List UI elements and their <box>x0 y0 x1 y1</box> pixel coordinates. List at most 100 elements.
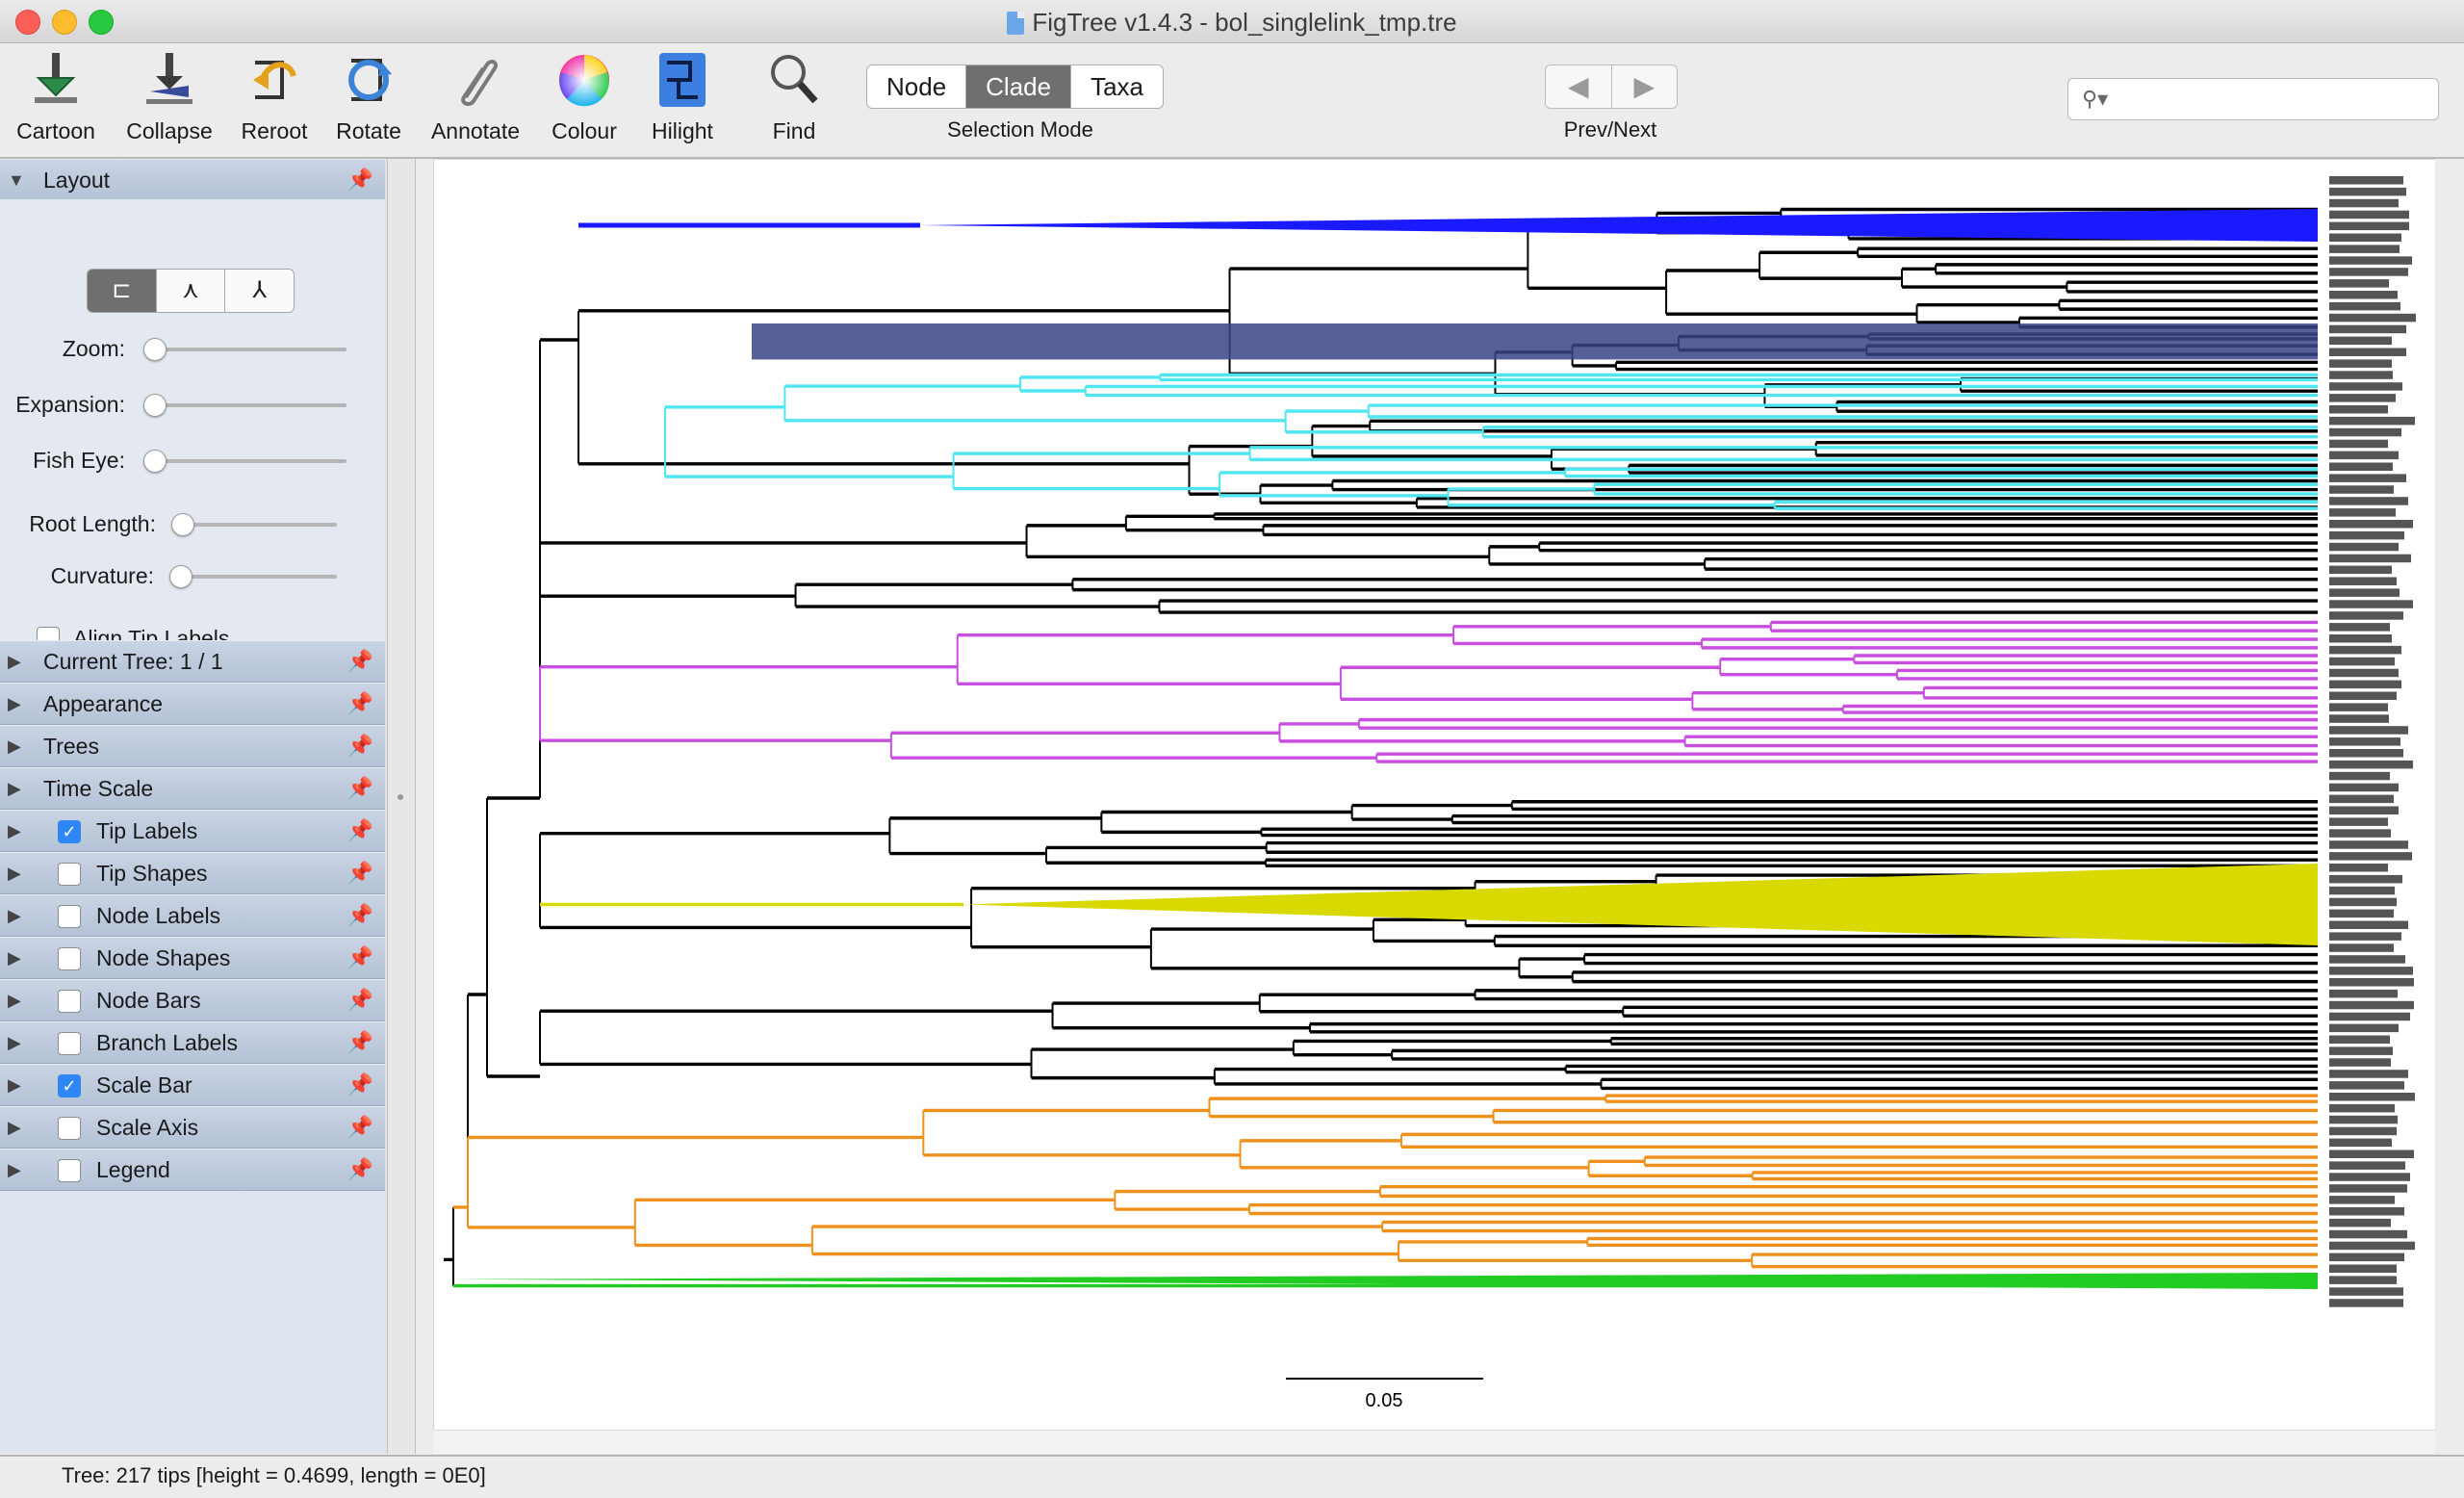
selection-mode-taxa[interactable]: Taxa <box>1091 72 1144 101</box>
tip-label[interactable] <box>2329 1264 2397 1274</box>
tip-label[interactable] <box>2329 520 2413 529</box>
tip-label[interactable] <box>2329 726 2408 735</box>
branch-labels-section[interactable]: ▶Branch Labels📌 <box>0 1021 385 1064</box>
tip-label[interactable] <box>2329 760 2413 769</box>
pin-icon[interactable]: 📌 <box>346 1072 373 1097</box>
phylogenetic-tree[interactable]: 0.05 <box>434 160 2436 1431</box>
cartoon-button[interactable]: Cartoon <box>10 49 102 149</box>
expansion-slider-knob[interactable] <box>143 394 167 417</box>
fish-eye-slider-track[interactable] <box>144 459 346 463</box>
tip-label[interactable] <box>2329 1173 2410 1181</box>
tip-label[interactable] <box>2329 427 2401 437</box>
tip-label[interactable] <box>2329 462 2393 472</box>
tip-label[interactable] <box>2329 530 2404 540</box>
tip-label[interactable] <box>2329 668 2399 678</box>
tip-label[interactable] <box>2329 1229 2407 1239</box>
tip-label[interactable] <box>2329 1241 2415 1251</box>
tip-label[interactable] <box>2329 623 2390 632</box>
tip-label[interactable] <box>2329 943 2394 952</box>
search-input[interactable] <box>2115 85 2426 114</box>
maximize-window-button[interactable] <box>89 10 114 35</box>
tip-label[interactable] <box>2329 439 2388 449</box>
tip-label[interactable] <box>2329 794 2394 804</box>
tip-shapes-checkbox[interactable] <box>58 863 81 886</box>
legend-checkbox[interactable] <box>58 1159 81 1182</box>
tip-labels-section[interactable]: ▶✓Tip Labels📌 <box>0 810 385 852</box>
tip-label[interactable] <box>2329 1070 2408 1078</box>
branch-labels-checkbox[interactable] <box>58 1032 81 1055</box>
pin-icon[interactable]: 📌 <box>346 903 373 927</box>
tip-label[interactable] <box>2329 198 2399 208</box>
tip-label[interactable] <box>2329 1058 2391 1067</box>
tip-label[interactable] <box>2329 256 2412 265</box>
prev-tree-button[interactable]: ◀ <box>1546 65 1612 108</box>
tip-label[interactable] <box>2329 864 2388 872</box>
pin-icon[interactable]: 📌 <box>346 945 373 969</box>
tip-labels-checkbox[interactable]: ✓ <box>58 820 81 843</box>
tip-label[interactable] <box>2329 1093 2415 1101</box>
node-shapes-checkbox[interactable] <box>58 947 81 970</box>
tip-label[interactable] <box>2329 348 2406 357</box>
tip-label[interactable] <box>2329 336 2392 346</box>
tip-label[interactable] <box>2329 611 2403 620</box>
pin-icon[interactable]: 📌 <box>346 1115 373 1139</box>
selection-mode-node[interactable]: Node <box>867 65 967 108</box>
collapsed-blue-clade[interactable] <box>920 209 2318 242</box>
minimize-window-button[interactable] <box>52 10 77 35</box>
tip-label[interactable] <box>2329 301 2400 311</box>
tip-label[interactable] <box>2329 1149 2414 1159</box>
tip-label[interactable] <box>2329 634 2392 643</box>
tip-label[interactable] <box>2329 657 2395 666</box>
tip-label[interactable] <box>2329 783 2399 792</box>
tip-label[interactable] <box>2329 600 2413 608</box>
curvature-slider-knob[interactable] <box>169 565 192 588</box>
tip-label[interactable] <box>2329 371 2393 379</box>
pin-icon[interactable]: 📌 <box>346 818 373 842</box>
tip-label[interactable] <box>2329 1115 2398 1124</box>
tip-label[interactable] <box>2329 1218 2391 1227</box>
tip-label[interactable] <box>2329 909 2394 918</box>
tip-label[interactable] <box>2329 176 2403 185</box>
tip-label[interactable] <box>2329 245 2400 253</box>
tip-label[interactable] <box>2329 1207 2404 1216</box>
annotate-button[interactable]: Annotate <box>424 49 527 149</box>
expansion-slider-track[interactable] <box>144 403 346 407</box>
node-bars-section[interactable]: ▶Node Bars📌 <box>0 979 385 1021</box>
tip-label[interactable] <box>2329 268 2408 276</box>
zoom-slider-track[interactable] <box>144 348 346 351</box>
legend-section[interactable]: ▶Legend📌 <box>0 1149 385 1191</box>
tip-label[interactable] <box>2329 886 2395 895</box>
node-labels-checkbox[interactable] <box>58 905 81 928</box>
tip-label[interactable] <box>2329 313 2416 323</box>
tip-label[interactable] <box>2329 703 2388 711</box>
tip-label[interactable] <box>2329 874 2402 884</box>
panel-splitter[interactable] <box>387 159 416 1454</box>
tip-label[interactable] <box>2329 1253 2404 1262</box>
zoom-slider-knob[interactable] <box>143 338 167 361</box>
tip-label[interactable] <box>2329 1081 2404 1090</box>
node-bars-checkbox[interactable] <box>58 990 81 1013</box>
scale-bar-section[interactable]: ▶✓Scale Bar📌 <box>0 1064 385 1106</box>
collapsed-olive-clade[interactable] <box>963 864 2318 945</box>
tip-label[interactable] <box>2329 542 2399 552</box>
tip-label[interactable] <box>2329 1046 2393 1055</box>
tip-label[interactable] <box>2329 554 2411 563</box>
pin-icon[interactable]: 📌 <box>346 168 373 192</box>
pin-icon[interactable]: 📌 <box>346 1030 373 1054</box>
current-tree-section[interactable]: ▶Current Tree: 1 / 1📌 <box>0 640 385 683</box>
trees-section[interactable]: ▶Trees📌 <box>0 725 385 767</box>
tip-label[interactable] <box>2329 1276 2397 1284</box>
tip-label[interactable] <box>2329 416 2415 426</box>
hilight-button[interactable]: Hilight <box>641 49 724 149</box>
tip-label[interactable] <box>2329 279 2389 288</box>
tip-label[interactable] <box>2329 451 2399 460</box>
tip-label[interactable] <box>2329 324 2406 334</box>
tip-label[interactable] <box>2329 382 2402 391</box>
tip-label[interactable] <box>2329 1035 2390 1045</box>
tip-label[interactable] <box>2329 588 2400 597</box>
tip-label[interactable] <box>2329 737 2400 746</box>
node-labels-section[interactable]: ▶Node Labels📌 <box>0 894 385 937</box>
time-scale-section[interactable]: ▶Time Scale📌 <box>0 767 385 810</box>
tip-label[interactable] <box>2329 233 2401 243</box>
scale-bar-checkbox[interactable]: ✓ <box>58 1074 81 1098</box>
